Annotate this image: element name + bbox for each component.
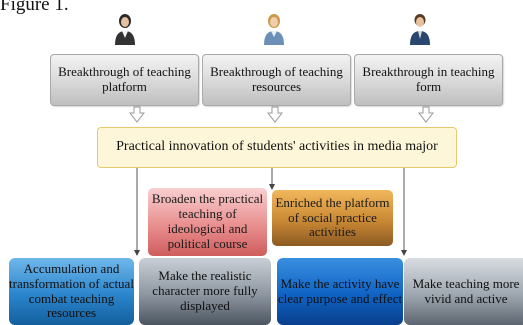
box-social-practice: Enriched the platform of social practice…	[272, 190, 393, 246]
box-realistic-character: Make the realistic character more fully …	[139, 258, 271, 325]
box-teaching-platform: Breakthrough of teaching platform	[50, 54, 199, 106]
person-icon	[408, 12, 432, 46]
box-combat-resources: Accumulation and transformation of actua…	[9, 258, 134, 325]
figure-caption: Figure 1.	[0, 0, 69, 15]
box-ideological-course: Broaden the practical teaching of ideolo…	[148, 188, 267, 256]
box-teaching-resources: Breakthrough of teaching resources	[202, 54, 351, 106]
person-icon	[113, 12, 137, 46]
box-teaching-form: Breakthrough in teaching form	[354, 54, 503, 106]
box-clear-purpose: Make the activity have clear purpose and…	[277, 258, 403, 325]
box-practical-innovation: Practical innovation of students' activi…	[97, 127, 457, 168]
person-icon	[262, 12, 286, 46]
box-vivid-teaching: Make teaching more vivid and active	[404, 258, 523, 325]
